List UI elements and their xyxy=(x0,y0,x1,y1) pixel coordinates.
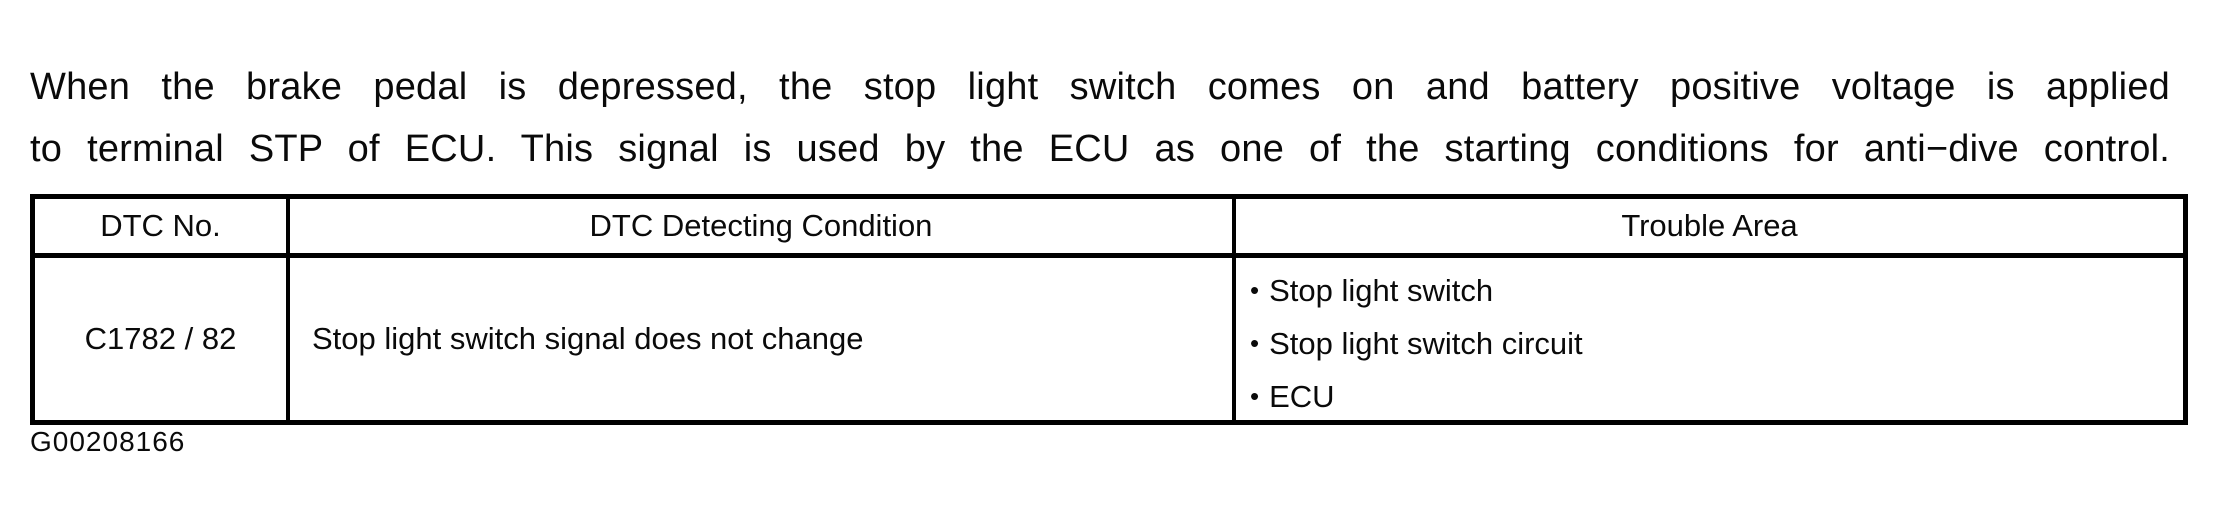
dtc-table: DTC No. DTC Detecting Condition Trouble … xyxy=(30,194,2188,425)
header-cell-detecting-condition: DTC Detecting Condition xyxy=(290,199,1236,258)
bullet-icon: • xyxy=(1250,275,1260,305)
bullet-icon: • xyxy=(1250,381,1260,411)
cell-detecting-condition: Stop light switch signal does not change xyxy=(290,258,1236,420)
description-paragraph: When the brake pedal is depressed, the s… xyxy=(30,56,2170,180)
trouble-area-item-label: Stop light switch circuit xyxy=(1269,326,1583,361)
figure-code-label: G00208166 xyxy=(30,426,186,457)
description-line-1: When the brake pedal is depressed, the s… xyxy=(30,66,2170,108)
trouble-area-item-label: Stop light switch xyxy=(1269,273,1494,308)
cell-trouble-area: • Stop light switch • Stop light switch ci… xyxy=(1236,258,2183,420)
header-cell-trouble-area: Trouble Area xyxy=(1236,199,2183,258)
trouble-area-item-label: ECU xyxy=(1269,379,1335,414)
header-cell-dtc-no: DTC No. xyxy=(35,199,290,258)
description-line-2: to terminal STP of ECU. This signal is u… xyxy=(30,128,2170,170)
trouble-area-item: • ECU xyxy=(1250,370,2173,420)
trouble-area-item: • Stop light switch xyxy=(1250,264,2173,317)
bullet-icon: • xyxy=(1250,328,1260,358)
trouble-area-item: • Stop light switch circuit xyxy=(1250,317,2173,370)
cell-dtc-no: C1782 / 82 xyxy=(35,258,290,420)
